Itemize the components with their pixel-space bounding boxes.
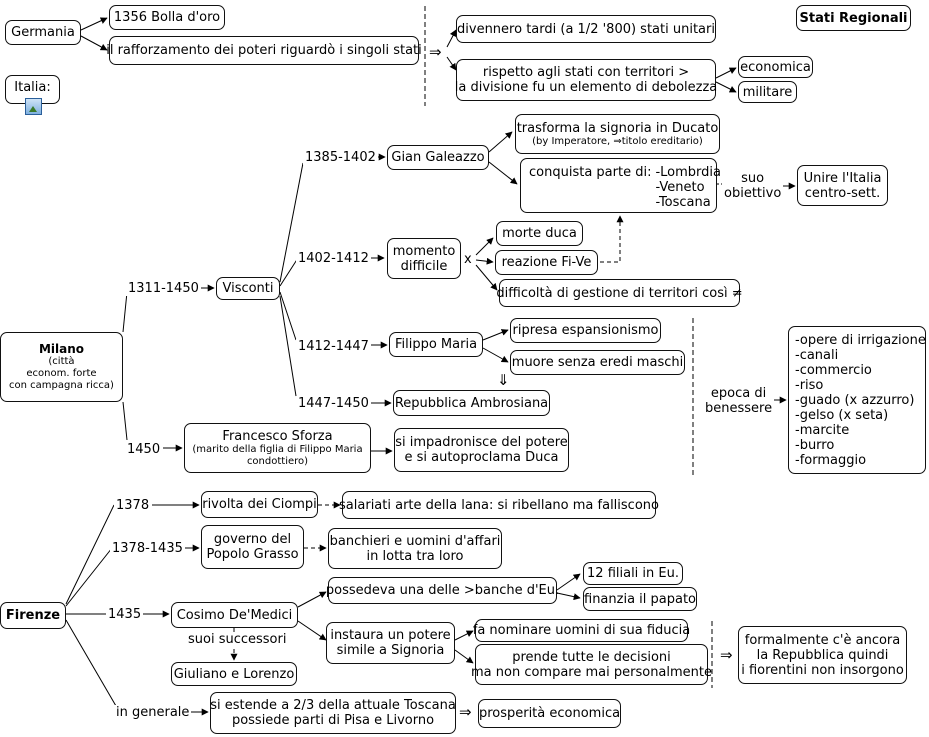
node-difficolta-gestione: difficoltà di gestione di territori così… bbox=[496, 279, 743, 307]
node-possedeva-banche: possedeva una delle >banche d'Eu. bbox=[326, 577, 559, 604]
node-filippo-maria: Filippo Maria bbox=[389, 332, 483, 357]
label-x: x bbox=[462, 252, 474, 267]
node-formalmente-repubblica: formalmente c'è ancora la Repubblica qui… bbox=[738, 626, 907, 684]
node-prosperita-economica: prosperità economica bbox=[478, 699, 621, 728]
node-trasforma-signoria: trasforma la signoria in Ducato(by Imper… bbox=[515, 114, 720, 154]
label-1412-1447: 1412-1447 bbox=[296, 339, 371, 354]
down-implies-arrow: ⇓ bbox=[497, 371, 510, 389]
node-morte-duca: morte duca bbox=[496, 221, 583, 246]
label-1402-1412: 1402-1412 bbox=[296, 251, 371, 266]
node-fa-nominare: fa nominare uomini di sua fiducia bbox=[473, 619, 690, 642]
node-filiali: 12 filiali in Eu. bbox=[583, 562, 683, 585]
node-repubblica-ambrosiana: Repubblica Ambrosiana bbox=[393, 390, 550, 416]
node-gian-galeazzo: Gian Galeazzo bbox=[387, 145, 489, 170]
label-in-generale: in generale bbox=[114, 705, 192, 720]
node-giuliano-lorenzo: Giuliano e Lorenzo bbox=[171, 662, 297, 686]
implies-arrow-firenze: ⇒ bbox=[720, 646, 733, 664]
node-finanzia-papato: finanzia il papato bbox=[583, 587, 697, 611]
node-milano: Milano (città econom. forte con campagna… bbox=[0, 332, 123, 402]
label-1385-1402: 1385-1402 bbox=[303, 150, 378, 165]
implies-arrow-prosperita: ⇒ bbox=[459, 703, 472, 721]
node-salariati: salariati arte della lana: si ribellano … bbox=[339, 491, 659, 519]
node-rafforzamento: il rafforzamento dei poteri riguardò i s… bbox=[106, 36, 422, 65]
node-firenze: Firenze bbox=[0, 602, 66, 629]
label-1447-1450: 1447-1450 bbox=[296, 396, 371, 411]
node-ripresa-espansionismo: ripresa espansionismo bbox=[510, 318, 661, 343]
label-successori: suoi successori bbox=[186, 632, 289, 647]
label-1378-1435: 1378-1435 bbox=[110, 541, 185, 556]
node-rispetto-stati: rispetto agli stati con territori >la di… bbox=[455, 59, 717, 101]
map-title: Stati Regionali bbox=[796, 5, 911, 31]
label-1450: 1450 bbox=[125, 442, 163, 457]
node-cosimo-medici: Cosimo De'Medici bbox=[171, 602, 298, 628]
node-rivolta-ciompi: rivolta dei Ciompi bbox=[201, 491, 318, 518]
node-bolla-doro: 1356 Bolla d'oro bbox=[109, 5, 225, 30]
implies-arrow: ⇒ bbox=[429, 43, 442, 61]
label-1435: 1435 bbox=[106, 607, 144, 622]
node-germania: Germania bbox=[5, 20, 81, 45]
node-reazione-fi-ve: reazione Fi-Ve bbox=[495, 250, 598, 275]
node-benessere-list: -opere di irrigazione -canali -commercio… bbox=[788, 326, 926, 474]
label-1311-1450: 1311-1450 bbox=[126, 281, 201, 296]
node-militare: militare bbox=[738, 81, 797, 103]
node-economica: economica bbox=[738, 56, 813, 78]
node-muore-senza-eredi: muore senza eredi maschi bbox=[510, 350, 685, 375]
node-tardi-unitari: divennero tardi (a 1/2 '800) stati unita… bbox=[456, 15, 716, 43]
node-visconti: Visconti bbox=[216, 277, 280, 300]
image-icon[interactable] bbox=[25, 96, 42, 115]
label-1378: 1378 bbox=[114, 498, 152, 513]
node-francesco-sforza: Francesco Sforza (marito della figlia di… bbox=[184, 423, 371, 473]
node-conquista: conquista parte di: -Lombrdia -Veneto -T… bbox=[520, 158, 721, 213]
